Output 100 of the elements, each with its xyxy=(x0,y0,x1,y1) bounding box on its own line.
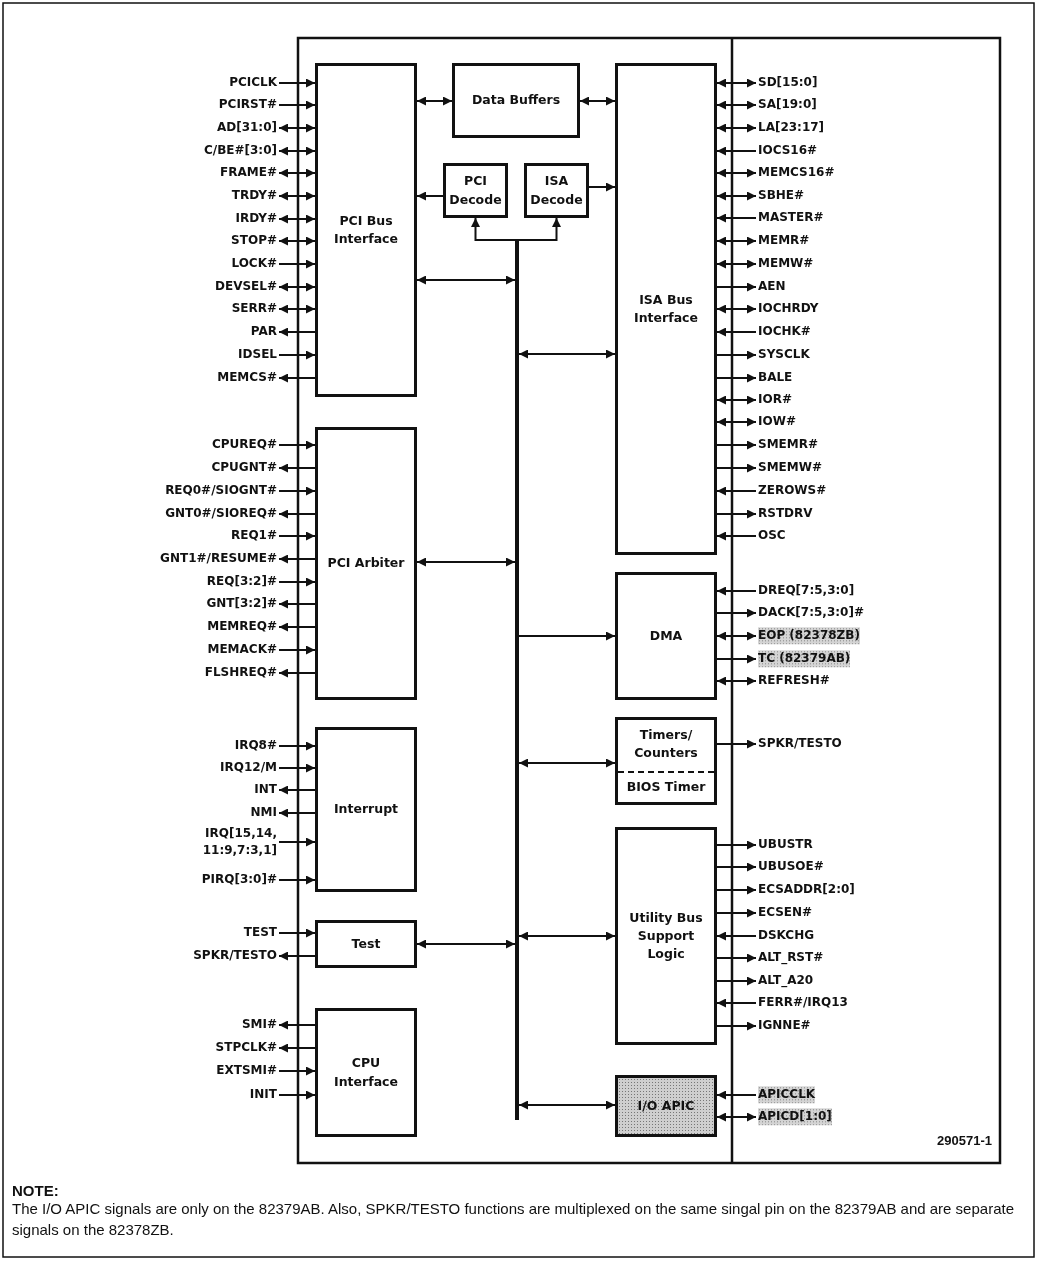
arrow xyxy=(716,350,757,360)
signal-label: UBUSOE# xyxy=(758,858,824,876)
arrow xyxy=(278,191,316,201)
signal-label: DEVSEL# xyxy=(137,278,277,296)
figure-number: 290571-1 xyxy=(936,1132,992,1150)
arrow xyxy=(716,976,757,986)
signal-label: SPKR/TESTO xyxy=(137,947,277,965)
internal-bus-bar xyxy=(515,240,519,1120)
arrow xyxy=(716,953,757,963)
arrow xyxy=(278,1066,316,1076)
block-label: Test xyxy=(350,934,382,953)
block-label: DMA xyxy=(648,626,684,645)
arrow xyxy=(716,739,757,749)
block-label: ISA Bus Interface xyxy=(633,290,699,327)
signal-label: MEMCS# xyxy=(137,369,277,387)
signal-label: ALT_A20 xyxy=(758,972,814,990)
arrow xyxy=(471,217,518,241)
signal-label: SERR# xyxy=(137,300,277,318)
block-label: Data Buffers xyxy=(470,91,562,110)
signal-label: IRQ12/M xyxy=(137,759,277,777)
arrow xyxy=(278,327,316,337)
signal-label: LOCK# xyxy=(137,255,277,273)
arrow xyxy=(716,586,757,596)
signal-label: IRQ[15,14, 11:9,7:3,1] xyxy=(137,824,277,860)
function-block xyxy=(443,163,508,218)
signal-label: GNT1#/RESUME# xyxy=(137,550,277,568)
signal-label: GNT[3:2]# xyxy=(137,595,277,613)
function-block xyxy=(615,63,717,555)
arrow xyxy=(518,631,616,641)
signal-label: ECSEN# xyxy=(758,904,813,922)
arrow xyxy=(278,214,316,224)
arrow xyxy=(278,236,316,246)
signal-label: SMEMR# xyxy=(758,436,819,454)
signal-label: REQ0#/SIOGNT# xyxy=(137,482,277,500)
arrow xyxy=(278,928,316,938)
signal-label: PCIRST# xyxy=(137,96,277,114)
arrow xyxy=(716,100,757,110)
signal-label: TEST xyxy=(137,924,277,942)
arrow xyxy=(716,862,757,872)
arrow xyxy=(278,808,316,818)
signal-label: SYSCLK xyxy=(758,346,810,364)
arrow xyxy=(278,146,316,156)
arrow xyxy=(716,236,757,246)
block-label: BIOS Timer xyxy=(618,770,714,796)
arrow xyxy=(716,885,757,895)
block-label: CPU Interface xyxy=(333,1054,399,1091)
block-label: PCI Bus Interface xyxy=(333,211,399,248)
arrow xyxy=(716,486,757,496)
signal-label: MEMCS16# xyxy=(758,164,835,182)
arrow xyxy=(278,741,316,751)
arrow xyxy=(278,440,316,450)
arrow xyxy=(716,78,757,88)
signal-label: MASTER# xyxy=(758,209,824,227)
note-text: The I/O APIC signals are only on the 82379AB. Also, SPKR/TESTO functions are multiplexed on the same singal pin on the 82379AB and are separate signals on the 82378ZB. xyxy=(12,1199,1015,1240)
signal-label: ECSADDR[2:0] xyxy=(758,881,855,899)
arrow xyxy=(278,837,316,847)
arrow xyxy=(278,554,316,564)
arrow xyxy=(278,875,316,885)
signal-label: REQ[3:2]# xyxy=(137,573,277,591)
arrow xyxy=(716,931,757,941)
signal-label: DACK[7:5,3:0]# xyxy=(758,604,864,622)
signal-label: SBHE# xyxy=(758,187,805,205)
signal-label: C/BE#[3:0] xyxy=(137,142,277,160)
arrow xyxy=(716,1112,757,1122)
block-label: Interrupt xyxy=(332,800,400,819)
signal-label: IOR# xyxy=(758,391,792,409)
signal-label: IDSEL xyxy=(137,346,277,364)
signal-label: STOP# xyxy=(137,232,277,250)
arrow xyxy=(716,146,757,156)
signal-label: EXTSMI# xyxy=(137,1062,277,1080)
arrow xyxy=(278,1020,316,1030)
signal-label: RSTDRV xyxy=(758,505,813,523)
signal-label: REQ1# xyxy=(137,527,277,545)
arrow xyxy=(716,373,757,383)
arrow xyxy=(278,668,316,678)
function-block xyxy=(615,1075,717,1137)
arrow xyxy=(716,123,757,133)
signal-label: BALE xyxy=(758,369,793,387)
arrow xyxy=(518,1100,616,1110)
arrow xyxy=(716,676,757,686)
arrow xyxy=(278,1043,316,1053)
signal-label: SD[15:0] xyxy=(758,74,818,92)
arrow xyxy=(278,951,316,961)
arrow xyxy=(416,939,516,949)
block-label: Timers/ Counters xyxy=(633,726,699,763)
arrow xyxy=(716,304,757,314)
arrow xyxy=(518,758,616,768)
signal-label: DREQ[7:5,3:0] xyxy=(758,582,855,600)
signal-label: NMI xyxy=(137,804,277,822)
signal-label: FERR#/IRQ13 xyxy=(758,994,848,1012)
block-label: Utility Bus Support Logic xyxy=(628,908,704,964)
arrow xyxy=(716,840,757,850)
arrow xyxy=(518,349,616,359)
arrow xyxy=(278,645,316,655)
arrow xyxy=(716,1021,757,1031)
function-block xyxy=(315,920,417,968)
arrow xyxy=(716,908,757,918)
signal-label: APICD[1:0] xyxy=(758,1108,832,1126)
signal-label: STPCLK# xyxy=(137,1039,277,1057)
signal-label: EOP (82378ZB) xyxy=(758,627,860,645)
